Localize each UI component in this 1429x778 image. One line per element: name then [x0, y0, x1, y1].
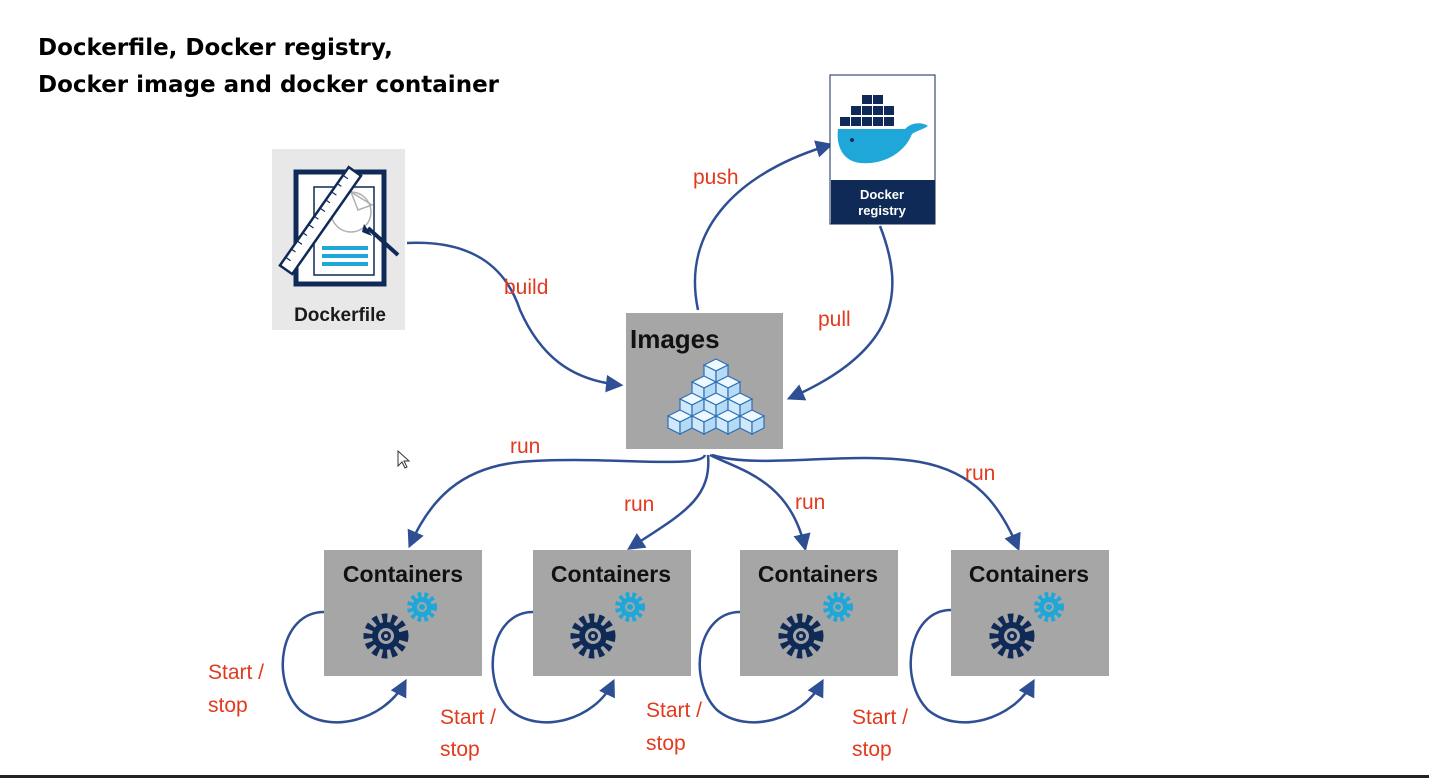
edge-build [406, 241, 624, 393]
container-label-4: Containers [969, 561, 1089, 587]
node-container-3: Containers [740, 550, 898, 676]
container-label-3: Containers [758, 561, 878, 587]
label-start-stop-2a: Start / [440, 706, 496, 729]
label-run-1: run [510, 435, 540, 458]
label-push: push [693, 166, 739, 189]
node-docker-registry: Docker registry [829, 74, 936, 225]
label-pull: pull [818, 308, 851, 331]
registry-label-line-1: Docker [860, 187, 904, 202]
blueprint-icon [278, 165, 400, 287]
edge-start-stop-2 [491, 610, 615, 724]
node-container-4: Containers [951, 550, 1109, 676]
edge-run-1 [407, 454, 707, 549]
node-dockerfile: Dockerfile [272, 149, 405, 330]
edge-run-4 [711, 453, 1021, 552]
label-start-stop-3b: stop [646, 732, 686, 755]
label-start-stop-1a: Start / [208, 661, 264, 684]
edge-run-3 [709, 453, 811, 552]
node-container-2: Containers [533, 550, 691, 676]
edge-start-stop-4 [909, 608, 1035, 724]
label-run-2: run [624, 493, 654, 516]
edge-run-2 [627, 454, 710, 550]
images-label: Images [630, 324, 720, 354]
label-start-stop-1b: stop [208, 694, 248, 717]
mouse-cursor-icon [397, 449, 411, 469]
bottom-divider [0, 775, 1429, 778]
label-start-stop-2b: stop [440, 738, 480, 761]
container-label-1: Containers [343, 561, 463, 587]
node-container-1: Containers [324, 550, 482, 676]
label-start-stop-4a: Start / [852, 706, 908, 729]
registry-label-line-2: registry [858, 203, 906, 218]
edge-start-stop-1 [281, 610, 407, 724]
edge-start-stop-3 [698, 610, 824, 724]
edge-pull [786, 225, 894, 401]
edge-push [693, 140, 834, 311]
label-start-stop-3a: Start / [646, 699, 702, 722]
label-run-3: run [795, 491, 825, 514]
title-line-1: Dockerfile, Docker registry, [38, 35, 393, 61]
label-run-4: run [965, 462, 995, 485]
node-images: Images [626, 313, 783, 449]
container-label-2: Containers [551, 561, 671, 587]
page-title: Dockerfile, Docker registry, Docker imag… [38, 30, 499, 104]
title-line-2: Docker image and docker container [38, 72, 500, 98]
label-start-stop-4b: stop [852, 738, 892, 761]
dockerfile-label: Dockerfile [294, 305, 386, 326]
label-build: build [504, 276, 548, 299]
docker-whale-icon [837, 95, 928, 164]
